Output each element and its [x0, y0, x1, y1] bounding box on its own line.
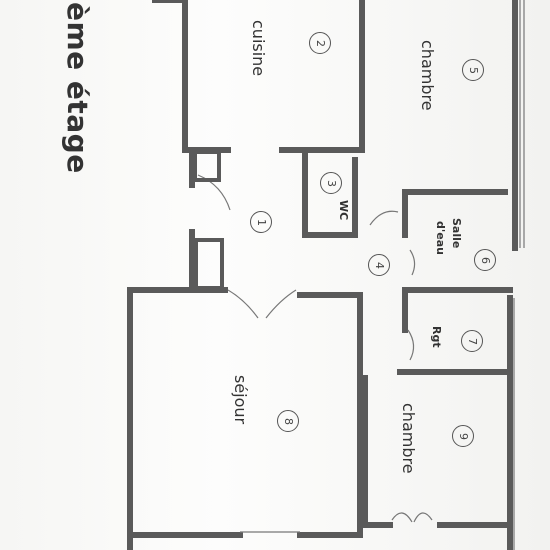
label-rgt: Rgt [430, 326, 443, 348]
duct-box-entry [194, 238, 224, 290]
label-salle-line1: Salle [450, 218, 463, 249]
room-number-3: 3 [320, 172, 342, 194]
wall-sejour-top-right [297, 292, 363, 533]
label-salle-line2: d'eau [434, 221, 447, 255]
label-cuisine: cuisine [249, 20, 268, 77]
wall-wc [302, 149, 358, 238]
window-lines-top [519, 0, 525, 248]
door-arc-entry [197, 174, 231, 211]
room-number-7: 7 [461, 330, 483, 352]
door-arc-sejour-a [227, 289, 259, 319]
room-number-2: 2 [309, 32, 331, 54]
room-number-4: 4 [368, 254, 390, 276]
door-arc-rgt [407, 329, 415, 361]
room-number-5: 5 [462, 59, 484, 81]
label-chambre-5: chambre [418, 40, 437, 111]
duct-box-top [193, 150, 221, 182]
wall-cuisine-left [182, 0, 231, 153]
room-number-9: 9 [452, 425, 474, 447]
wall-chambre9-left [362, 375, 393, 528]
room-number-6: 6 [474, 249, 496, 271]
room-number-8: 8 [277, 410, 299, 432]
door-arc-degagement [409, 249, 416, 276]
label-chambre-9: chambre [399, 403, 418, 474]
door-arc-salle [369, 210, 399, 226]
door-arc-chambre9-b [413, 512, 433, 523]
label-sejour: séjour [231, 375, 250, 425]
door-arc-chambre9-a [391, 512, 413, 523]
label-wc: WC [337, 200, 350, 221]
door-arc-sejour-b [265, 289, 297, 319]
room-number-1: 1 [250, 211, 272, 233]
